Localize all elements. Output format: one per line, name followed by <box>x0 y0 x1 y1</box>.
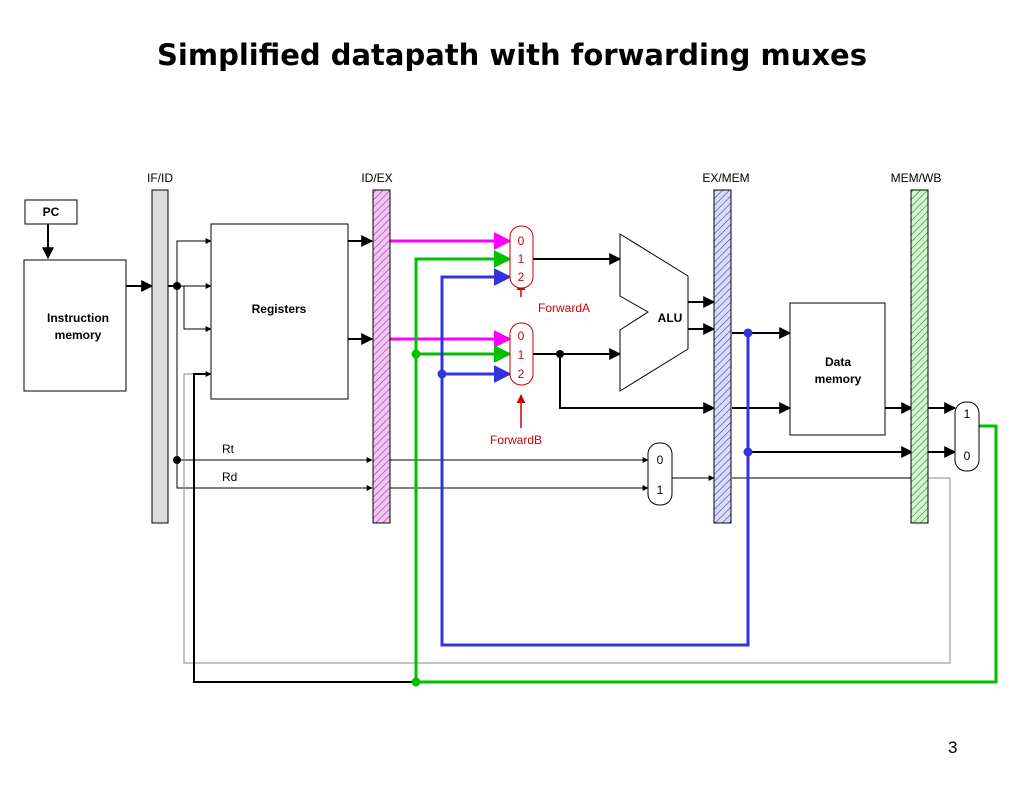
writeback-mux <box>954 401 980 472</box>
forward-b-label: ForwardB <box>490 433 542 447</box>
mem-wb-label: MEM/WB <box>891 171 942 185</box>
rd-label: Rd <box>222 470 237 484</box>
forward-a-mux-input-2: 2 <box>518 270 525 284</box>
mem-wb-register <box>910 189 929 524</box>
forward-b-mux <box>509 322 534 386</box>
writeback-mux-input-1: 1 <box>964 407 971 421</box>
ex-mem-register <box>713 189 732 524</box>
rt-label: Rt <box>222 442 235 456</box>
alu-label: ALU <box>658 311 683 325</box>
instruction-memory-block <box>23 259 127 392</box>
forward-b-mux-input-2: 2 <box>518 367 525 381</box>
data-memory-block <box>789 302 886 436</box>
slide-title: Simplified datapath with forwarding muxe… <box>157 38 867 72</box>
ex-mem-label: EX/MEM <box>702 171 749 185</box>
dest-mux-input-1: 1 <box>657 483 664 497</box>
forward-a-label: ForwardA <box>538 301 590 315</box>
id-ex-register <box>372 189 391 524</box>
forward-b-mux-input-0: 0 <box>518 329 525 343</box>
forward-a-mux-input-1: 1 <box>518 252 525 266</box>
alu-block <box>619 233 689 392</box>
writeback-mux-input-0: 0 <box>964 449 971 463</box>
pc-block <box>24 199 78 225</box>
id-ex-label: ID/EX <box>361 171 392 185</box>
data-memory-label-line2: memory <box>815 372 862 386</box>
dest-mux-input-0: 0 <box>657 453 664 467</box>
registers-label: Registers <box>252 302 307 316</box>
if-id-label: IF/ID <box>147 171 173 185</box>
dest-mux <box>647 442 673 506</box>
page-number: 3 <box>948 738 958 757</box>
registers-block <box>210 223 349 400</box>
forward-b-mux-input-1: 1 <box>518 348 525 362</box>
instruction-memory-label-line2: memory <box>55 328 102 342</box>
forward-a-mux <box>509 225 534 289</box>
forward-a-mux-input-0: 0 <box>518 234 525 248</box>
instruction-memory-label-line1: Instruction <box>47 311 109 325</box>
data-memory-label-line1: Data <box>825 355 851 369</box>
pc-label: PC <box>43 205 60 219</box>
if-id-register <box>151 189 169 524</box>
